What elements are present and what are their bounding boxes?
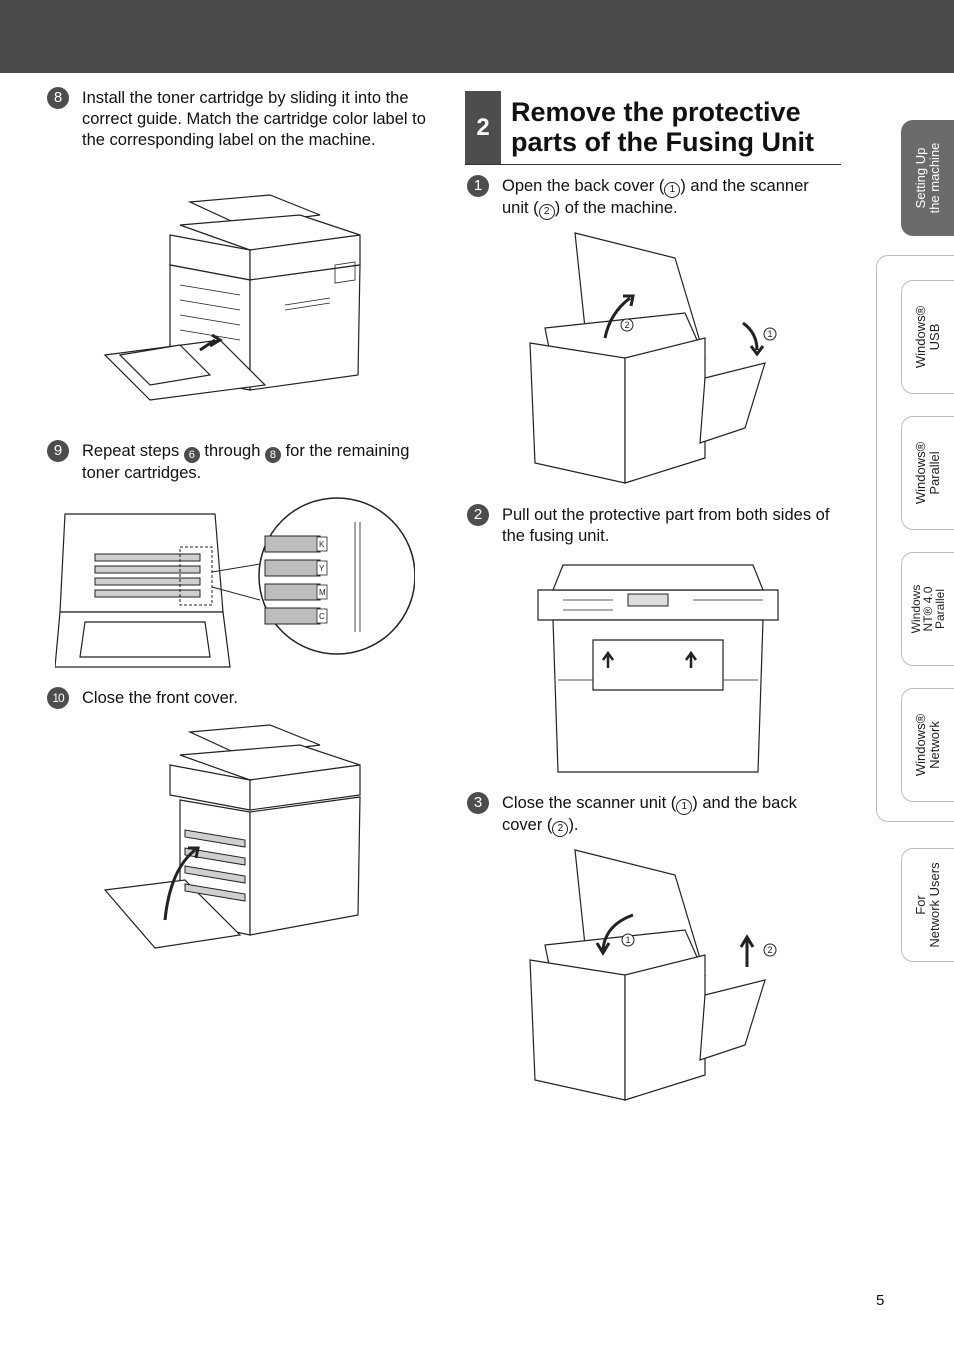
callout-circle: 1 [664, 182, 681, 198]
fusing-step-1: 1 Open the back cover (1) and the scanne… [467, 175, 837, 220]
tab-windows-network[interactable]: Windows®Network [901, 688, 954, 802]
step-number: 10 [47, 687, 69, 709]
callout-circle: 1 [676, 799, 693, 815]
close-scanner-illustration: 1 2 [529, 849, 777, 1101]
step-number: 9 [47, 440, 69, 462]
cartridge-label-k: K [319, 540, 325, 549]
step-text: Open the back cover (1) and the scanner … [502, 176, 837, 220]
callout-1: 1 [767, 329, 772, 339]
remaining-cartridges-illustration: K Y M C [55, 497, 415, 668]
step-9: 9 Repeat steps 6 through 8 for the remai… [47, 440, 427, 484]
section-title: Remove the protective parts of the Fusin… [511, 97, 814, 157]
cartridge-label-m: M [319, 588, 326, 597]
header-bar [0, 0, 954, 73]
step-text: Pull out the protective part from both s… [502, 506, 830, 545]
side-tab-group [876, 255, 954, 822]
step-text: Install the toner cartridge by sliding i… [82, 89, 426, 149]
callout-circle: 2 [552, 821, 569, 837]
tab-windows-parallel[interactable]: Windows®Parallel [901, 416, 954, 530]
fusing-step-2: 2 Pull out the protective part from both… [467, 504, 837, 547]
step-ref-badge: 8 [264, 447, 281, 463]
tab-windows-usb[interactable]: Windows®USB [901, 280, 954, 394]
fusing-unit-illustration [537, 564, 779, 773]
step-number: 3 [467, 792, 489, 814]
step-8: 8 Install the toner cartridge by sliding… [47, 87, 427, 151]
callout-circle: 2 [538, 204, 555, 220]
cartridge-label-c: C [319, 612, 325, 621]
page-number: 5 [876, 1292, 885, 1309]
step-number: 8 [47, 87, 69, 109]
step-text: Close the scanner unit (1) and the back … [502, 793, 837, 837]
step-ref-badge: 6 [183, 447, 200, 463]
toner-install-illustration [103, 194, 361, 401]
callout-2: 2 [624, 320, 629, 330]
callout-1: 1 [625, 935, 630, 945]
section-number: 2 [465, 91, 501, 164]
open-back-cover-illustration: 2 1 [529, 232, 777, 484]
callout-2: 2 [767, 945, 772, 955]
step-10: 10 Close the front cover. [47, 687, 427, 709]
cartridge-label-y: Y [319, 564, 325, 573]
step-number: 2 [467, 504, 489, 526]
step-text: Close the front cover. [82, 689, 238, 707]
fusing-step-3: 3 Close the scanner unit (1) and the bac… [467, 792, 837, 837]
step-number: 1 [467, 175, 489, 197]
section-header: 2 Remove the protective parts of the Fus… [465, 91, 841, 165]
step-text: Repeat steps 6 through 8 for the remaini… [82, 442, 410, 482]
close-front-cover-illustration [103, 724, 361, 949]
